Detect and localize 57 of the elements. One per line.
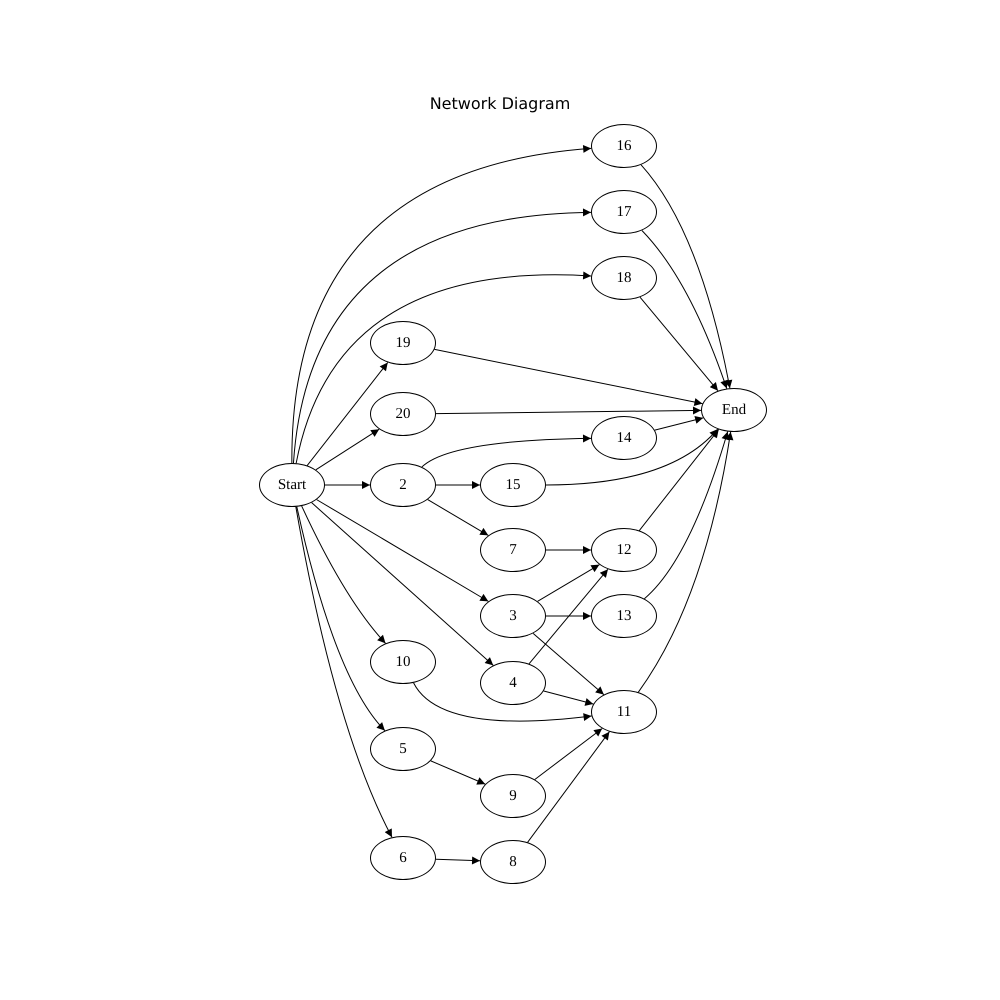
arrow: [413, 682, 592, 722]
arrow: [311, 502, 494, 666]
ellipse-node: 2: [370, 463, 436, 507]
ellipse-node: 16: [591, 124, 657, 168]
ellipse-node: 19: [370, 321, 436, 365]
ellipse-node: 6: [370, 836, 436, 880]
ellipse-node: 10: [370, 640, 436, 684]
arrow: [430, 760, 486, 785]
ellipse-node: End: [701, 388, 767, 432]
arrow: [534, 728, 603, 780]
ellipse-node: 18: [591, 256, 657, 300]
arrow: [638, 431, 734, 693]
arrow: [436, 481, 480, 489]
arrow: [435, 856, 481, 864]
arrow: [324, 481, 370, 489]
arrow: [640, 164, 732, 389]
arrow: [316, 499, 489, 602]
arrow: [421, 434, 592, 468]
arrow: [306, 362, 388, 466]
ellipse-node: Start: [259, 463, 325, 507]
ellipse-node: 12: [591, 528, 657, 572]
ellipse-node: 8: [480, 840, 546, 884]
arrow: [292, 208, 592, 464]
ellipse-node: 20: [370, 392, 436, 436]
arrow: [543, 690, 594, 706]
arrow: [641, 230, 728, 390]
arrow: [640, 296, 718, 392]
arrow: [528, 568, 608, 664]
arrow: [537, 564, 600, 602]
arrow: [315, 428, 380, 470]
arrow: [296, 506, 386, 732]
ellipse-node: 4: [480, 661, 546, 705]
arrow: [436, 406, 702, 414]
ellipse-node: 15: [480, 463, 546, 507]
arrow: [638, 429, 720, 531]
arrow: [546, 612, 592, 620]
arrow: [532, 632, 604, 696]
arrow: [654, 416, 704, 431]
ellipse-node: 14: [591, 416, 657, 460]
ellipse-node: 11: [591, 690, 657, 734]
arrow: [296, 272, 592, 464]
arrow: [434, 348, 703, 406]
arrow: [644, 431, 730, 600]
ellipse-node: 7: [480, 528, 546, 572]
ellipse-node: 13: [591, 594, 657, 638]
diagram-title: Network Diagram: [430, 94, 570, 113]
arrow: [291, 145, 592, 464]
ellipse-node: 9: [480, 774, 546, 818]
ellipse-node: 3: [480, 594, 546, 638]
arrow: [546, 546, 592, 554]
ellipse-node: 17: [591, 190, 657, 234]
arrow: [427, 499, 489, 536]
ellipse-node: 5: [370, 727, 436, 771]
arrow: [301, 506, 386, 644]
arrow: [295, 506, 392, 838]
arrow: [546, 428, 718, 486]
arrow: [527, 731, 610, 843]
